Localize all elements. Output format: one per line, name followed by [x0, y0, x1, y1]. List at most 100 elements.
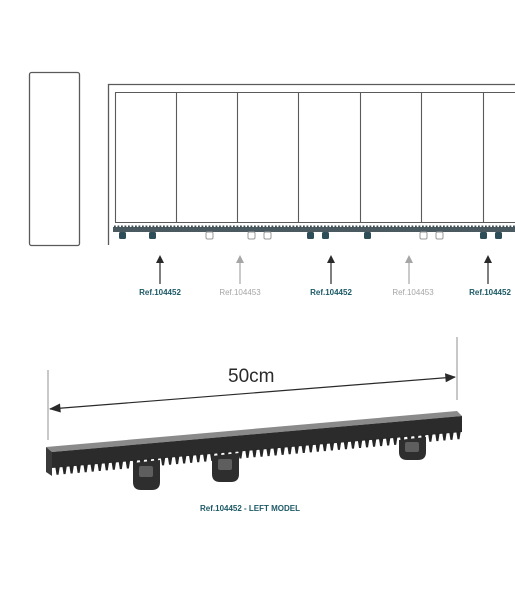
rack-strip — [113, 225, 515, 240]
rack-strip-tooth — [180, 225, 183, 228]
rack-strip-tooth — [495, 225, 498, 228]
rack-tooth — [456, 431, 461, 440]
rack-strip-tooth — [383, 225, 386, 228]
rack-strip-tooth — [443, 225, 445, 228]
rack-tooth — [273, 447, 278, 456]
rack-strip-tooth — [334, 225, 337, 228]
rack-strip-tooth — [159, 225, 162, 228]
rack-strip-tooth — [285, 225, 288, 228]
rack-tooth — [181, 455, 187, 464]
rack-tooth — [118, 461, 124, 470]
rack-strip-tooth — [247, 225, 249, 228]
rack-strip-tooth — [163, 225, 165, 228]
rack-strip-tooth — [229, 225, 232, 228]
rack-strip-tooth — [268, 225, 270, 228]
rack-tooth — [167, 456, 173, 465]
rack-strip-tooth — [488, 225, 491, 228]
rack-strip-tooth — [177, 225, 179, 228]
rack-strip-tooth — [467, 225, 470, 228]
rack-strip-tooth — [226, 225, 228, 228]
rack-strip-tooth — [373, 225, 375, 228]
rack-tooth — [252, 449, 257, 458]
rack-clip — [119, 232, 126, 239]
rack-strip-tooth — [219, 225, 221, 228]
rack-strip-tooth — [138, 225, 141, 228]
rack-strip-tooth — [502, 225, 505, 228]
rack-strip-tooth — [215, 225, 218, 228]
rack-strip-tooth — [359, 225, 361, 228]
rack-strip-tooth — [250, 225, 253, 228]
rack-tooth — [435, 433, 440, 442]
ref-arrows — [156, 255, 492, 284]
rack-strip-tooth — [187, 225, 190, 228]
rack-clip — [419, 231, 428, 240]
rack-strip-tooth — [233, 225, 235, 228]
rack-strip-tooth — [376, 225, 379, 228]
rack-strip-tooth — [338, 225, 340, 228]
rack-strip-tooth — [331, 225, 333, 228]
rack-strip-tooth — [289, 225, 291, 228]
rack-strip-tooth — [366, 225, 368, 228]
rack-strip-tooth — [222, 225, 225, 228]
rack-strip-tooth — [184, 225, 186, 228]
rack-strip-tooth — [485, 225, 487, 228]
rack-strip-tooth — [439, 225, 442, 228]
dimension-arrow-left — [49, 403, 61, 413]
ref-label: Ref.104453 — [392, 288, 434, 297]
rack-tooth — [62, 466, 67, 475]
rack-tooth — [55, 466, 60, 475]
ref-label: Ref.104452 — [310, 288, 352, 297]
rack-clip — [322, 232, 329, 239]
rack-strip-tooth — [257, 225, 260, 228]
rack-strip-tooth — [131, 225, 134, 228]
rack-strip-tooth — [432, 225, 435, 228]
rack-clip — [480, 232, 487, 239]
rack-strip-tooth — [450, 225, 452, 228]
mounting-lug-middle — [212, 453, 239, 482]
ref-label: Ref.104452 — [469, 288, 511, 297]
rack-clip — [149, 232, 156, 239]
rack-tooth — [259, 448, 264, 457]
rack-strip-tooth — [394, 225, 396, 228]
rack-tooth — [308, 444, 314, 453]
rack-strip-bar — [113, 227, 515, 232]
rack-front-face — [46, 447, 52, 476]
rack-strip-tooth — [397, 225, 400, 228]
rack-tooth — [245, 449, 250, 458]
rack-strip-tooth — [121, 225, 123, 228]
ref-label: Ref.104453 — [219, 288, 261, 297]
rack-strip-tooth — [415, 225, 417, 228]
rack-strip-tooth — [198, 225, 200, 228]
gear-rack-model — [46, 411, 462, 490]
gate-inner-frame — [114, 91, 515, 222]
rack-strip-tooth — [401, 225, 403, 228]
rack-strip-tooth — [345, 225, 347, 228]
rack-strip-tooth — [303, 225, 305, 228]
rack-tooth — [329, 442, 335, 451]
rack-strip-tooth — [327, 225, 330, 228]
rack-strip-tooth — [310, 225, 312, 228]
gate-post — [28, 71, 81, 247]
rack-tooth — [111, 461, 117, 470]
rack-strip-tooth — [254, 225, 256, 228]
rack-tooth — [385, 437, 391, 446]
rack-strip-tooth — [320, 225, 323, 228]
rack-tooth — [294, 445, 299, 454]
rack-strip-tooth — [145, 225, 148, 228]
rack-strip-tooth — [471, 225, 473, 228]
rack-strip-tooth — [387, 225, 389, 228]
rack-top-face — [46, 411, 462, 452]
ref-label: Ref.104452 — [139, 288, 181, 297]
rack-clip — [307, 232, 314, 239]
rack-strip-tooth — [240, 225, 242, 228]
rack-tooth — [238, 450, 243, 459]
rack-strip-tooth — [275, 225, 277, 228]
rack-tooth — [357, 440, 363, 448]
rack-tooth — [315, 443, 321, 452]
rack-strip-tooth — [317, 225, 319, 228]
dimension-arrow-right — [445, 373, 456, 383]
rack-tooth — [97, 462, 102, 471]
rack-strip-tooth — [173, 225, 176, 228]
rack-strip-tooth — [474, 225, 477, 228]
